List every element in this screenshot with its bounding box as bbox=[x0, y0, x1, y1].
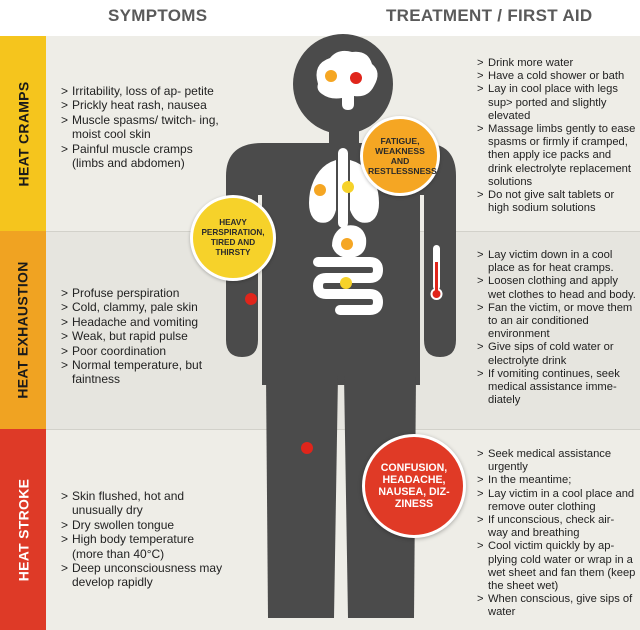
treatment-item: Lay victim in a cool place and remove ou… bbox=[477, 488, 637, 514]
symptom-item: Painful muscle cramps (limbs and abdomen… bbox=[61, 142, 226, 171]
perspiration-bubble: HEAVY PERSPIRATION, TIRED AND THIRSTY bbox=[190, 195, 276, 281]
symptom-item: Weak, but rapid pulse bbox=[61, 329, 226, 344]
heat-cramps-treatment-list: Drink more water Have a cold shower or b… bbox=[477, 57, 637, 215]
perspiration-bubble-text: HEAVY PERSPIRATION, TIRED AND THIRSTY bbox=[201, 218, 265, 257]
symptoms-header: SYMPTOMS bbox=[108, 6, 208, 25]
leg-dot-red bbox=[301, 442, 313, 454]
heat-cramps-side-label: HEAT CRAMPS bbox=[0, 36, 46, 231]
heat-exhaustion-symptoms-list: Profuse perspiration Cold, clammy, pale … bbox=[61, 286, 226, 387]
thermometer-icon bbox=[430, 245, 443, 300]
confusion-bubble: CONFUSION, HEADACHE, NAUSEA, DIZ- ZINESS bbox=[362, 434, 466, 538]
symptom-item: Skin flushed, hot and unusually dry bbox=[61, 489, 226, 518]
intestine-dot-yellow bbox=[340, 277, 352, 289]
symptom-item: Headache and vomiting bbox=[61, 315, 226, 330]
treatment-item: Lay victim down in a cool place as for h… bbox=[477, 249, 637, 275]
heat-stroke-side-label: HEAT STROKE bbox=[0, 429, 46, 630]
heat-stroke-symptoms-list: Skin flushed, hot and unusually dry Dry … bbox=[61, 489, 226, 590]
brain bbox=[316, 50, 378, 110]
brain-dot-red bbox=[350, 72, 362, 84]
treatment-item: Fan the victim, or move them to an air c… bbox=[477, 302, 637, 342]
symptom-item: Irritability, loss of ap- petite bbox=[61, 84, 226, 99]
symptom-item: Normal temperature, but faintness bbox=[61, 358, 226, 387]
fatigue-bubble-text: FATIGUE, WEAKNESS AND RESTLESSNESS bbox=[368, 136, 437, 176]
lung-dot-orange bbox=[314, 184, 326, 196]
fatigue-bubble: FATIGUE, WEAKNESS AND RESTLESSNESS bbox=[360, 116, 440, 196]
treatment-header: TREATMENT / FIRST AID bbox=[386, 6, 593, 25]
treatment-item: In the meantime; bbox=[477, 474, 637, 487]
symptom-item: Profuse perspiration bbox=[61, 286, 226, 301]
treatment-item: Seek medical assistance urgently bbox=[477, 448, 637, 474]
treatment-item: If vomiting continues, seek medical assi… bbox=[477, 368, 637, 408]
left-leg bbox=[266, 375, 338, 618]
heat-stroke-treatment-list: Seek medical assistance urgently In the … bbox=[477, 448, 637, 620]
symptom-item: Dry swollen tongue bbox=[61, 518, 226, 533]
treatment-item: Lay in cool place with legs sup> ported … bbox=[477, 83, 637, 123]
arm-dot-red bbox=[245, 293, 257, 305]
treatment-item: Loosen clothing and apply wet clothes to… bbox=[477, 275, 637, 301]
stomach-dot-orange bbox=[341, 238, 353, 250]
symptom-item: High body temperature (more than 40°C) bbox=[61, 532, 226, 561]
right-lung bbox=[350, 160, 379, 223]
confusion-bubble-text: CONFUSION, HEADACHE, NAUSEA, DIZ- ZINESS bbox=[378, 462, 450, 510]
section-divider bbox=[46, 429, 640, 430]
symptom-item: Cold, clammy, pale skin bbox=[61, 300, 226, 315]
heat-exhaustion-treatment-list: Lay victim down in a cool place as for h… bbox=[477, 249, 637, 407]
treatment-item: Have a cold shower or bath bbox=[477, 70, 637, 83]
heat-exhaustion-side-label: HEAT EXHAUSTION bbox=[0, 231, 46, 429]
symptom-item: Deep unconsciousness may develop rapidly bbox=[61, 561, 226, 590]
brain-dot-orange bbox=[325, 70, 337, 82]
treatment-item: Drink more water bbox=[477, 57, 637, 70]
treatment-item: Do not give salt tablets or high sodium … bbox=[477, 189, 637, 215]
symptom-item: Muscle spasms/ twitch- ing, moist cool s… bbox=[61, 113, 226, 142]
heat-cramps-symptoms-list: Irritability, loss of ap- petite Prickly… bbox=[61, 84, 226, 170]
treatment-item: When conscious, give sips of water bbox=[477, 593, 637, 619]
intestines bbox=[312, 257, 384, 315]
symptom-item: Prickly heat rash, nausea bbox=[61, 98, 226, 113]
treatment-item: Massage limbs gently to ease spasms or f… bbox=[477, 123, 637, 189]
lung-dot-yellow bbox=[342, 181, 354, 193]
treatment-item: If unconscious, check air- way and breat… bbox=[477, 514, 637, 540]
treatment-item: Cool victim quickly by ap- plying cold w… bbox=[477, 540, 637, 593]
symptom-item: Poor coordination bbox=[61, 344, 226, 359]
treatment-item: Give sips of cold water or electrolyte d… bbox=[477, 341, 637, 367]
